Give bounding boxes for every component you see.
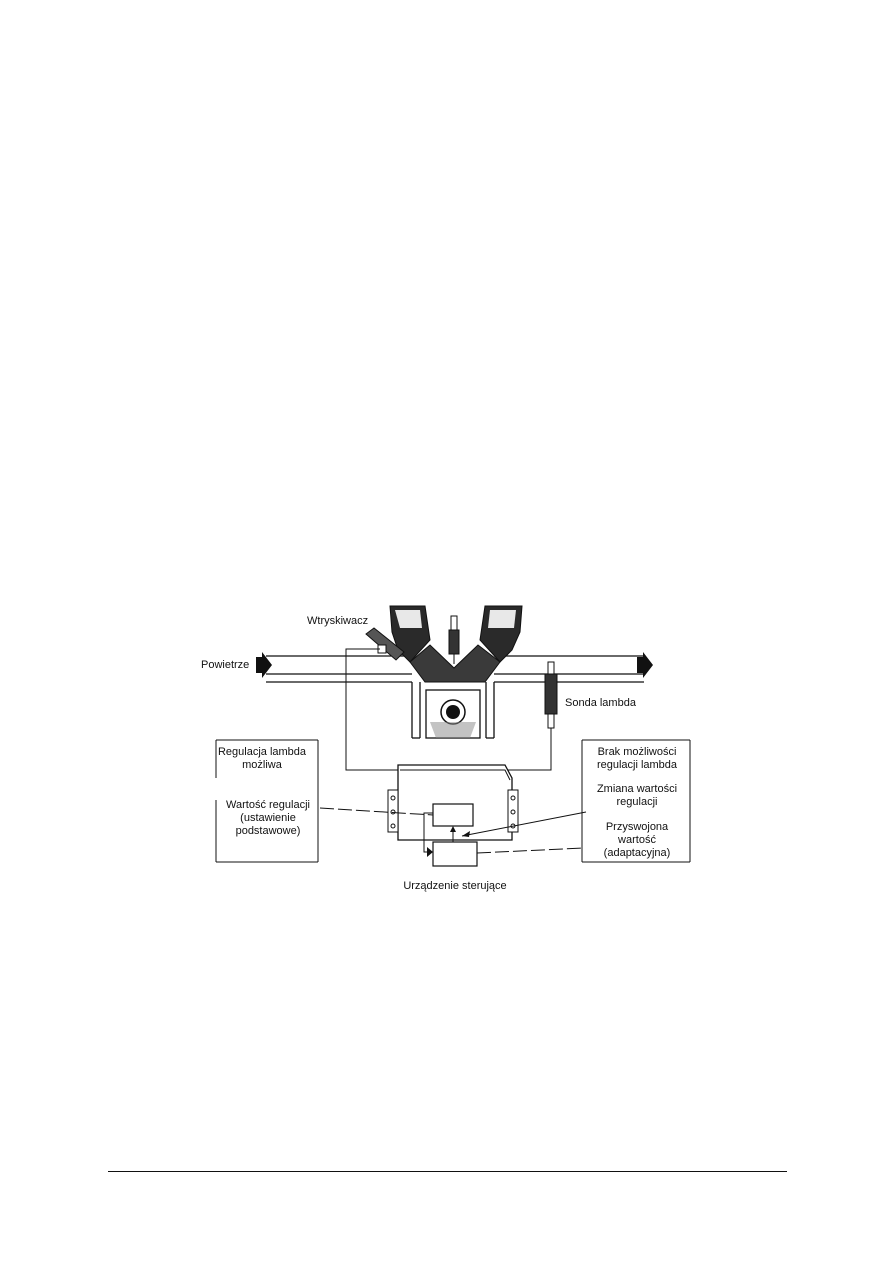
regulation-impossible-line-2: regulacji lambda xyxy=(597,759,678,771)
regulation-value-line-3: podstawowe) xyxy=(236,825,301,837)
adapted-value-line-1: Przyswojona xyxy=(606,821,669,833)
air-label: Powietrze xyxy=(201,659,249,671)
left-info-box xyxy=(215,739,319,863)
regulation-possible-line-2: możliwa xyxy=(242,759,283,771)
lambda-probe-icon xyxy=(544,661,558,729)
regulation-possible-line-1: Regulacja lambda xyxy=(218,746,307,758)
regulation-value-line-1: Wartość regulacji xyxy=(226,799,310,811)
spark-plug-icon xyxy=(448,615,460,664)
right-info-box xyxy=(581,739,691,863)
regulation-value-line-2: (ustawienie xyxy=(240,812,296,824)
cylinder-piston xyxy=(411,682,495,739)
cylinder-head xyxy=(389,605,523,683)
adapted-value-line-2: wartość xyxy=(617,834,656,846)
leader-lines xyxy=(319,807,585,854)
exhaust-outlet-arrow-icon xyxy=(637,652,653,678)
air-inlet-arrow-icon xyxy=(256,652,272,678)
footer-rule xyxy=(108,1171,787,1172)
adapted-value-line-3: (adaptacyjna) xyxy=(604,847,671,859)
lambda-probe-label: Sonda lambda xyxy=(565,697,637,709)
injector-label: Wtryskiwacz xyxy=(307,615,368,627)
air-pipe xyxy=(266,655,644,683)
control-unit-label: Urządzenie sterujące xyxy=(403,880,506,892)
regulation-change-line-2: regulacji xyxy=(617,796,658,808)
control-unit xyxy=(387,764,519,867)
regulation-change-line-1: Zmiana wartości xyxy=(597,783,677,795)
regulation-change-arrow-icon xyxy=(462,831,470,837)
regulation-change-leader xyxy=(461,811,587,837)
injector-icon xyxy=(365,627,405,661)
regulation-impossible-line-1: Brak możliwości xyxy=(598,746,677,758)
